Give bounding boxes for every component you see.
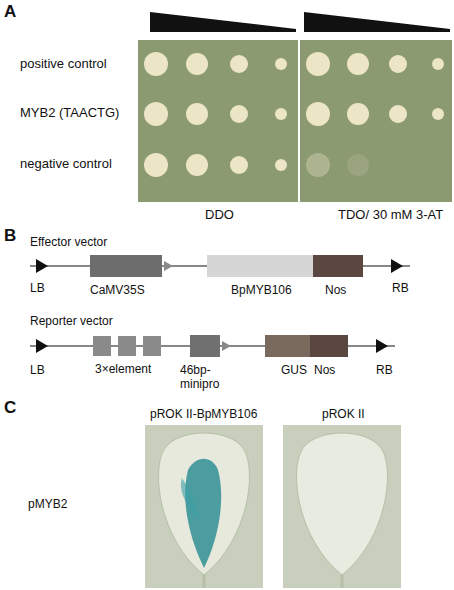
leaf-stalk (341, 575, 344, 588)
yeast-spot (144, 153, 168, 177)
border-triangle (36, 259, 48, 273)
vector-element: BpMYB106 (207, 255, 313, 277)
yeast-spot (275, 108, 287, 120)
yeast-spot (432, 58, 444, 70)
yeast-spot (347, 154, 369, 176)
border-triangle (391, 259, 403, 273)
yeast-spot (306, 153, 330, 177)
yeast-spot (432, 108, 444, 120)
yeast-plate (300, 40, 452, 202)
element-box (143, 336, 161, 356)
yeast-spot (144, 102, 168, 126)
vector-element: GUS (265, 335, 310, 357)
yeast-spot (347, 53, 369, 75)
promoter-arrow (222, 341, 231, 351)
element-label: Nos (325, 284, 346, 298)
panel-letter: C (4, 398, 16, 418)
yeast-spot (389, 55, 407, 73)
leaf-photo (283, 425, 401, 588)
figure-label: negative control (20, 157, 112, 172)
figure-label: Effector vector (30, 236, 107, 250)
figure-label: RB (376, 364, 393, 378)
vector-element: CaMV35S (90, 255, 162, 277)
vector-element: Nos (313, 255, 363, 277)
leaf-stalk (203, 575, 206, 588)
element-label: 3×element (95, 363, 151, 377)
figure-label: RB (392, 282, 409, 296)
element-label: Nos (314, 364, 335, 378)
vector-element: 46bp-minipro (190, 335, 220, 357)
promoter-arrow (164, 261, 173, 271)
yeast-spot (347, 103, 369, 125)
figure-label: Reporter vector (30, 315, 113, 329)
leaf (158, 433, 249, 575)
element-box (118, 336, 136, 356)
yeast-spot (230, 105, 248, 123)
leaf (296, 433, 387, 575)
yeast-spot (230, 55, 248, 73)
yeast-spot (230, 156, 248, 174)
yeast-spot (186, 103, 208, 125)
gus-stain (181, 478, 200, 520)
figure-label: pROK II-BpMYB106 (150, 408, 257, 422)
element-boxes (93, 336, 163, 356)
element-label: GUS (281, 364, 307, 378)
figure-label: DDO (205, 208, 234, 223)
yeast-spot (389, 105, 407, 123)
element-label: CaMV35S (90, 284, 145, 298)
element-label: 46bp-minipro (180, 364, 224, 392)
figure-label: LB (30, 364, 45, 378)
element-box (93, 336, 111, 356)
panel-letter: A (4, 2, 16, 22)
figure-label: pMYB2 (28, 498, 67, 512)
dilution-wedge (304, 12, 450, 32)
figure-label: pROK II (322, 408, 365, 422)
yeast-spot (186, 53, 208, 75)
element-repeat: 3×element (93, 336, 163, 356)
yeast-spot (275, 159, 287, 171)
vector-element: Nos (310, 335, 348, 357)
yeast-spot (144, 52, 168, 76)
dilution-wedge (150, 12, 296, 32)
panel-letter: B (4, 226, 16, 246)
yeast-spot (306, 52, 330, 76)
border-triangle (376, 339, 388, 353)
yeast-spot (306, 102, 330, 126)
element-label: BpMYB106 (231, 284, 292, 298)
yeast-spots (144, 52, 444, 177)
leaf-photo (145, 425, 263, 588)
gus-stain (185, 459, 221, 568)
yeast-spot (186, 154, 208, 176)
yeast-spot (275, 58, 287, 70)
border-triangle (36, 339, 48, 353)
figure-label: MYB2 (TAACTG) (20, 106, 119, 121)
figure-label: positive control (20, 57, 107, 72)
figure-label: LB (30, 282, 45, 296)
yeast-plate (138, 40, 298, 202)
figure-label: TDO/ 30 mM 3-AT (338, 208, 443, 223)
